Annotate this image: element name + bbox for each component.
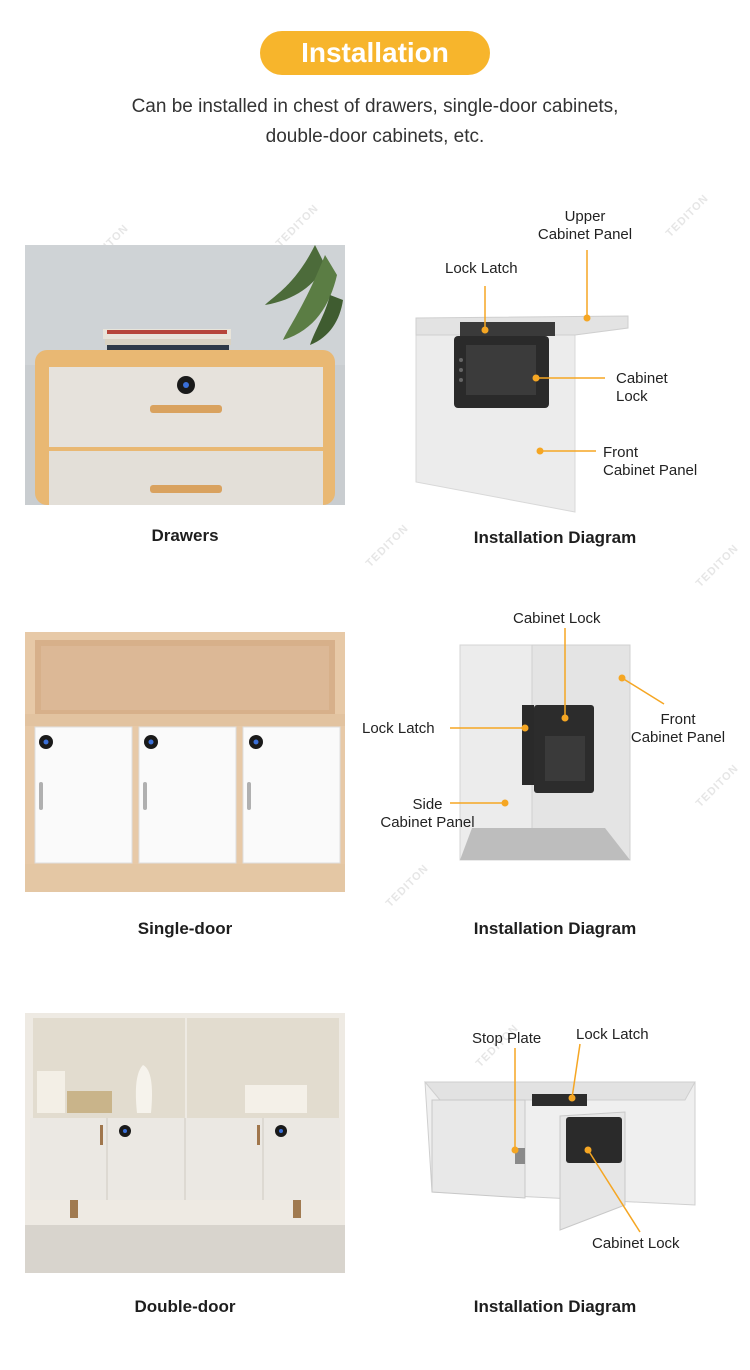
page-title-badge: Installation (260, 31, 490, 75)
label-cabinet-lock: Cabinet Lock (592, 1235, 680, 1252)
installation-diagram-double-door (400, 1020, 740, 1260)
label-stop-plate: Stop Plate (472, 1030, 542, 1047)
subtitle-line: double-door cabinets, etc. (265, 126, 485, 147)
watermark: TEDITON (273, 202, 322, 250)
subtitle-line: Can be installed in chest of drawers, si… (131, 96, 619, 117)
label-side-cabinet-panel: Side Cabinet Panel (370, 796, 485, 832)
label-line: Cabinet (616, 370, 668, 387)
label-front-cabinet-panel: Front Cabinet Panel (603, 444, 697, 480)
watermark: TEDITON (363, 522, 412, 570)
label-cabinet-lock: Cabinet Lock (616, 370, 668, 406)
label-line: Cabinet Panel (630, 729, 726, 746)
diagram-caption: Installation Diagram (473, 1297, 637, 1316)
label-line: Cabinet Panel (603, 462, 698, 479)
label-line: Front (603, 444, 639, 461)
page-subtitle: Can be installed in chest of drawers, si… (40, 92, 710, 152)
label-line: Cabinet Panel (380, 814, 475, 831)
photo-caption-single-door: Single-door (137, 919, 233, 938)
label-upper-cabinet-panel: Upper Cabinet Panel (530, 208, 640, 244)
single-door-photo (25, 632, 345, 892)
label-lock-latch: Lock Latch (576, 1026, 649, 1043)
label-front-cabinet-panel: Front Cabinet Panel (618, 711, 738, 747)
label-line: Cabinet Panel (537, 226, 633, 243)
label-line: Lock (616, 388, 648, 405)
watermark: TEDITON (693, 542, 742, 590)
installation-diagram-single-door (360, 600, 750, 910)
label-lock-latch: Lock Latch (362, 720, 435, 737)
diagram-caption: Installation Diagram (473, 528, 637, 547)
label-lock-latch: Lock Latch (445, 260, 518, 277)
photo-caption-drawers: Drawers (151, 526, 219, 545)
diagram-caption: Installation Diagram (473, 919, 637, 938)
label-line: Upper (564, 208, 606, 225)
installation-diagram-drawers (400, 200, 740, 520)
label-cabinet-lock: Cabinet Lock (513, 610, 601, 627)
drawers-photo (25, 245, 345, 505)
label-line: Front (660, 711, 696, 728)
label-line: Side (412, 796, 443, 813)
photo-caption-double-door: Double-door (134, 1297, 236, 1316)
double-door-photo (25, 1013, 345, 1273)
